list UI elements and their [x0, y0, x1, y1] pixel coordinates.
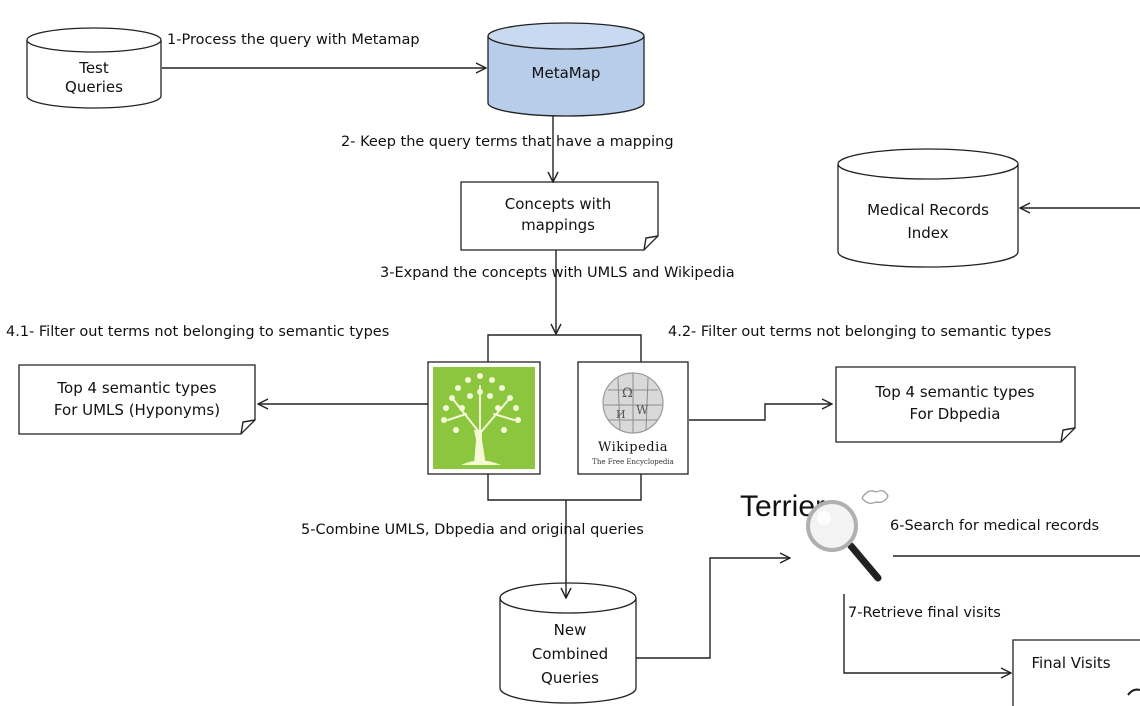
globe-icon: Ω W И: [602, 372, 664, 434]
wikipedia-title: Wikipedia: [598, 440, 668, 455]
logos-bottom-bracket: [487, 474, 642, 501]
dog-icon: [861, 490, 889, 504]
edge-2-label: 2- Keep the query terms that have a mapp…: [341, 134, 674, 150]
top4-umls-node: Top 4 semantic types For UMLS (Hyponyms): [18, 364, 256, 435]
umls-logo: [427, 361, 541, 475]
edge-1-label: 1-Process the query with Metamap: [167, 32, 420, 48]
wikipedia-logo: Ω W И Wikipedia The Free Encyclopedia: [577, 361, 689, 475]
new-combined-queries-label-2: Combined: [532, 645, 608, 663]
new-combined-queries-label-1: New: [554, 621, 587, 639]
edge-7-arrow: [843, 594, 1011, 673]
svg-text:И: И: [616, 408, 626, 421]
test-queries-node: Test Queries: [26, 27, 162, 109]
tree-icon: [441, 373, 521, 465]
final-visits-node: Final Visits: [1012, 639, 1140, 706]
edge-combined-to-terrier: [636, 558, 790, 659]
svg-text:W: W: [636, 403, 649, 417]
test-queries-label-2: Queries: [65, 78, 123, 96]
medical-records-index-label-2: Index: [907, 224, 948, 242]
medical-records-index-node: Medical Records Index: [837, 148, 1019, 268]
edge-6-label: 6-Search for medical records: [890, 518, 1099, 534]
concepts-label-2: mappings: [521, 216, 595, 234]
top4-umls-label-2: For UMLS (Hyponyms): [54, 401, 220, 419]
terrier-logo: Terrier: [740, 490, 889, 582]
wikipedia-subtitle: The Free Encyclopedia: [592, 458, 674, 466]
edge-7-label: 7-Retrieve final visits: [848, 605, 1001, 621]
metamap-label: MetaMap: [532, 64, 601, 82]
logos-top-bracket: [487, 334, 642, 362]
edge-42-label: 4.2- Filter out terms not belonging to s…: [668, 324, 1051, 340]
new-combined-queries-node: New Combined Queries: [499, 582, 637, 704]
magnifier-icon: [806, 500, 882, 582]
top4-dbpedia-node: Top 4 semantic types For Dbpedia: [835, 366, 1076, 443]
new-combined-queries-label-3: Queries: [541, 669, 599, 687]
edge-3-label: 3-Expand the concepts with UMLS and Wiki…: [380, 265, 735, 281]
top4-dbpedia-label-1: Top 4 semantic types: [874, 383, 1034, 401]
svg-text:Ω: Ω: [622, 386, 633, 401]
medical-records-index-label-1: Medical Records: [867, 201, 989, 219]
top4-umls-label-1: Top 4 semantic types: [56, 379, 216, 397]
test-queries-label-1: Test: [78, 59, 109, 77]
concepts-node: Concepts with mappings: [460, 181, 659, 251]
edge-42-arrow: [689, 404, 832, 421]
edge-41-label: 4.1- Filter out terms not belonging to s…: [6, 324, 389, 340]
top4-dbpedia-label-2: For Dbpedia: [910, 405, 1001, 423]
metamap-node: MetaMap: [487, 22, 645, 117]
final-visits-label: Final Visits: [1031, 654, 1110, 672]
edge-5-label: 5-Combine UMLS, Dbpedia and original que…: [301, 522, 644, 538]
concepts-label-1: Concepts with: [505, 195, 611, 213]
